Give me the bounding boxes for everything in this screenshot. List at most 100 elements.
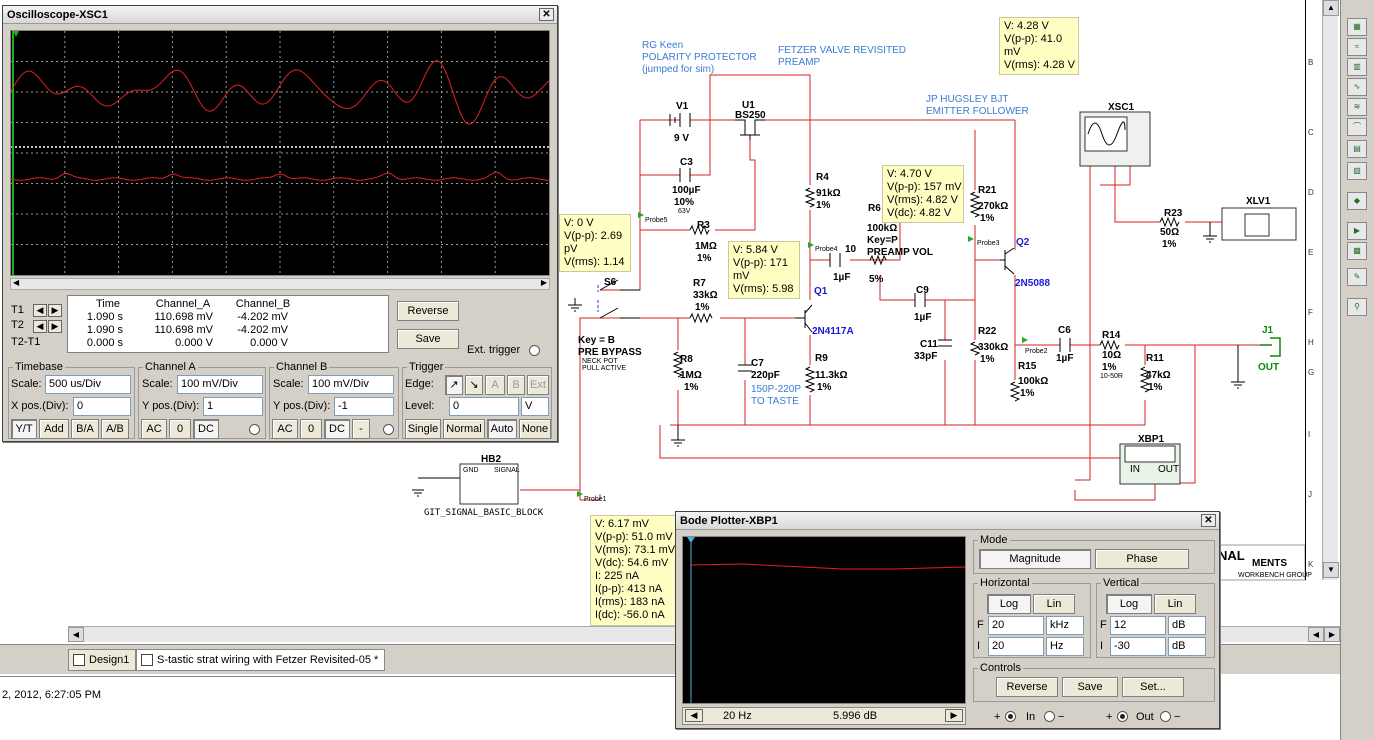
label-r8[interactable]: R8 — [680, 354, 693, 365]
trigger-level-unit[interactable]: V — [521, 397, 549, 416]
bode-title-bar[interactable]: Bode Plotter-XBP1 ✕ — [676, 512, 1219, 530]
label-probe2[interactable]: Probe2 — [1025, 348, 1048, 355]
trigger-source-ext-button[interactable]: Ext — [527, 375, 549, 395]
current-probe-tool-icon[interactable]: ⚲ — [1347, 298, 1367, 316]
vertical-final-unit[interactable]: dB — [1168, 616, 1206, 635]
oscilloscope-hscroll[interactable]: ◀ ▶ — [10, 278, 550, 290]
label-c7[interactable]: C7 — [751, 358, 764, 369]
rising-edge-icon[interactable]: ↗ — [445, 375, 463, 395]
trigger-source-b-button[interactable]: B — [507, 375, 525, 395]
channel-a-zero-button[interactable]: 0 — [169, 419, 191, 439]
channel-b-ypos-input[interactable]: -1 — [334, 397, 394, 416]
vertical-initial-input[interactable]: -30 — [1110, 637, 1166, 656]
magnitude-button[interactable]: Magnitude — [979, 549, 1091, 569]
bode-reverse-button[interactable]: Reverse — [996, 677, 1058, 697]
label-j1[interactable]: J1 — [1262, 325, 1274, 336]
frequency-counter-tool-icon[interactable]: ▤ — [1347, 140, 1367, 158]
probe-info-bottom[interactable]: V: 6.17 mV V(p-p): 51.0 mV V(rms): 73.1 … — [590, 515, 676, 626]
four-channel-scope-tool-icon[interactable]: ≋ — [1347, 98, 1367, 116]
channel-a-ypos-input[interactable]: 1 — [203, 397, 263, 416]
close-icon[interactable]: ✕ — [539, 8, 554, 21]
label-r21[interactable]: R21 — [978, 185, 997, 196]
horizontal-final-input[interactable]: 20 — [988, 616, 1044, 635]
tab-stastic-strat[interactable]: S-tastic strat wiring with Fetzer Revisi… — [136, 649, 386, 671]
probe-info-top[interactable]: V: 4.28 V V(p-p): 41.0 mV V(rms): 4.28 V — [999, 17, 1079, 75]
channel-a-ac-button[interactable]: AC — [141, 419, 167, 439]
bode-set-button[interactable]: Set... — [1122, 677, 1184, 697]
oscilloscope-screen[interactable] — [10, 30, 550, 276]
label-v1[interactable]: V1 — [676, 101, 689, 112]
label-c6[interactable]: C6 — [1058, 325, 1071, 336]
horizontal-initial-unit[interactable]: Hz — [1046, 637, 1084, 656]
measurement-probe-tool-icon[interactable]: ✎ — [1347, 268, 1367, 286]
label-r15[interactable]: R15 — [1018, 361, 1037, 372]
oscilloscope-window[interactable]: Oscilloscope-XSC1 ✕ ◀ ▶ T1 T2 T2-T1 ◀ ▶ … — [2, 5, 558, 442]
label-q1[interactable]: Q1 — [814, 286, 828, 297]
channel-b-terminal-icon[interactable] — [383, 424, 394, 435]
horizontal-final-unit[interactable]: kHz — [1046, 616, 1084, 635]
label-probe5[interactable]: Probe5 — [645, 217, 668, 224]
logic-analyzer-tool-icon[interactable]: ▶ — [1347, 222, 1367, 240]
scroll-right-icon[interactable]: ▶ — [540, 278, 547, 287]
label-hb2[interactable]: HB2 — [481, 454, 502, 465]
bode-screen[interactable] — [682, 536, 966, 704]
label-q2[interactable]: Q2 — [1016, 237, 1030, 248]
bode-plotter-window[interactable]: Bode Plotter-XBP1 ✕ ◀ 20 Hz 5.996 dB ▶ M… — [675, 511, 1220, 729]
mode-ba-button[interactable]: B/A — [71, 419, 99, 439]
scroll-right-icon[interactable]: ▶ — [1324, 627, 1340, 642]
timebase-scale-input[interactable]: 500 us/Div — [45, 375, 131, 394]
x-pos-input[interactable]: 0 — [73, 397, 131, 416]
falling-edge-icon[interactable]: ↘ — [465, 375, 483, 395]
label-r4[interactable]: R4 — [816, 172, 829, 183]
trigger-source-a-button[interactable]: A — [485, 375, 505, 395]
trigger-auto-button[interactable]: Auto — [487, 419, 517, 439]
label-r3[interactable]: R3 — [697, 220, 710, 231]
label-xlv1[interactable]: XLV1 — [1246, 196, 1271, 207]
scroll-left-icon[interactable]: ◀ — [68, 627, 84, 642]
label-r6[interactable]: R6 — [868, 203, 881, 214]
logic-converter-tool-icon[interactable]: ▩ — [1347, 242, 1367, 260]
out-minus-terminal-icon[interactable] — [1160, 711, 1171, 722]
cursor-marker-icon[interactable] — [13, 31, 19, 37]
horizontal-initial-input[interactable]: 20 — [988, 637, 1044, 656]
label-r7[interactable]: R7 — [693, 278, 706, 289]
oscilloscope-tool-icon[interactable]: ∿ — [1347, 78, 1367, 96]
channel-b-invert-button[interactable]: - — [352, 419, 370, 439]
label-c9[interactable]: C9 — [916, 285, 929, 296]
t1-left-arrow-icon[interactable]: ◀ — [33, 304, 47, 317]
bode-save-button[interactable]: Save — [1062, 677, 1118, 697]
label-probe4[interactable]: Probe4 — [815, 246, 838, 253]
label-r23[interactable]: R23 — [1164, 208, 1183, 219]
t2-right-arrow-icon[interactable]: ▶ — [48, 320, 62, 333]
tab-design1[interactable]: Design1 — [68, 649, 137, 671]
label-r14[interactable]: R14 — [1102, 330, 1121, 341]
vertical-initial-unit[interactable]: dB — [1168, 637, 1206, 656]
trigger-single-button[interactable]: Single — [405, 419, 441, 439]
label-c11[interactable]: C11 — [920, 339, 938, 350]
mode-add-button[interactable]: Add — [39, 419, 69, 439]
scroll-left-icon[interactable]: ◀ — [13, 278, 20, 287]
out-plus-terminal-icon[interactable] — [1117, 711, 1128, 722]
save-button[interactable]: Save — [397, 329, 459, 349]
vertical-scrollbar[interactable]: ▲ ▼ — [1322, 0, 1339, 580]
in-minus-terminal-icon[interactable] — [1044, 711, 1055, 722]
scroll-up-icon[interactable]: ▲ — [1323, 0, 1339, 16]
cursor-right-arrow-icon[interactable]: ▶ — [945, 709, 963, 722]
horizontal-lin-button[interactable]: Lin — [1033, 594, 1075, 614]
wattmeter-tool-icon[interactable]: ▥ — [1347, 58, 1367, 76]
cursor-marker-icon[interactable] — [687, 537, 695, 543]
vertical-log-button[interactable]: Log — [1106, 594, 1152, 614]
trigger-level-input[interactable]: 0 — [449, 397, 519, 416]
trigger-none-button[interactable]: None — [519, 419, 551, 439]
probe-info-r6[interactable]: V: 4.70 V V(p-p): 157 mV V(rms): 4.82 V … — [882, 165, 964, 223]
channel-a-dc-button[interactable]: DC — [193, 419, 219, 439]
voltage-probe-tool-icon[interactable]: ◆ — [1347, 192, 1367, 210]
channel-b-scale-input[interactable]: 100 mV/Div — [308, 375, 394, 394]
t1-right-arrow-icon[interactable]: ▶ — [48, 304, 62, 317]
label-probe3[interactable]: Probe3 — [977, 240, 1000, 247]
word-generator-tool-icon[interactable]: ▧ — [1347, 162, 1367, 180]
vertical-lin-button[interactable]: Lin — [1154, 594, 1196, 614]
label-xsc1[interactable]: XSC1 — [1108, 102, 1135, 113]
cursor-left-arrow-icon[interactable]: ◀ — [685, 709, 703, 722]
function-generator-tool-icon[interactable]: ≈ — [1347, 38, 1367, 56]
